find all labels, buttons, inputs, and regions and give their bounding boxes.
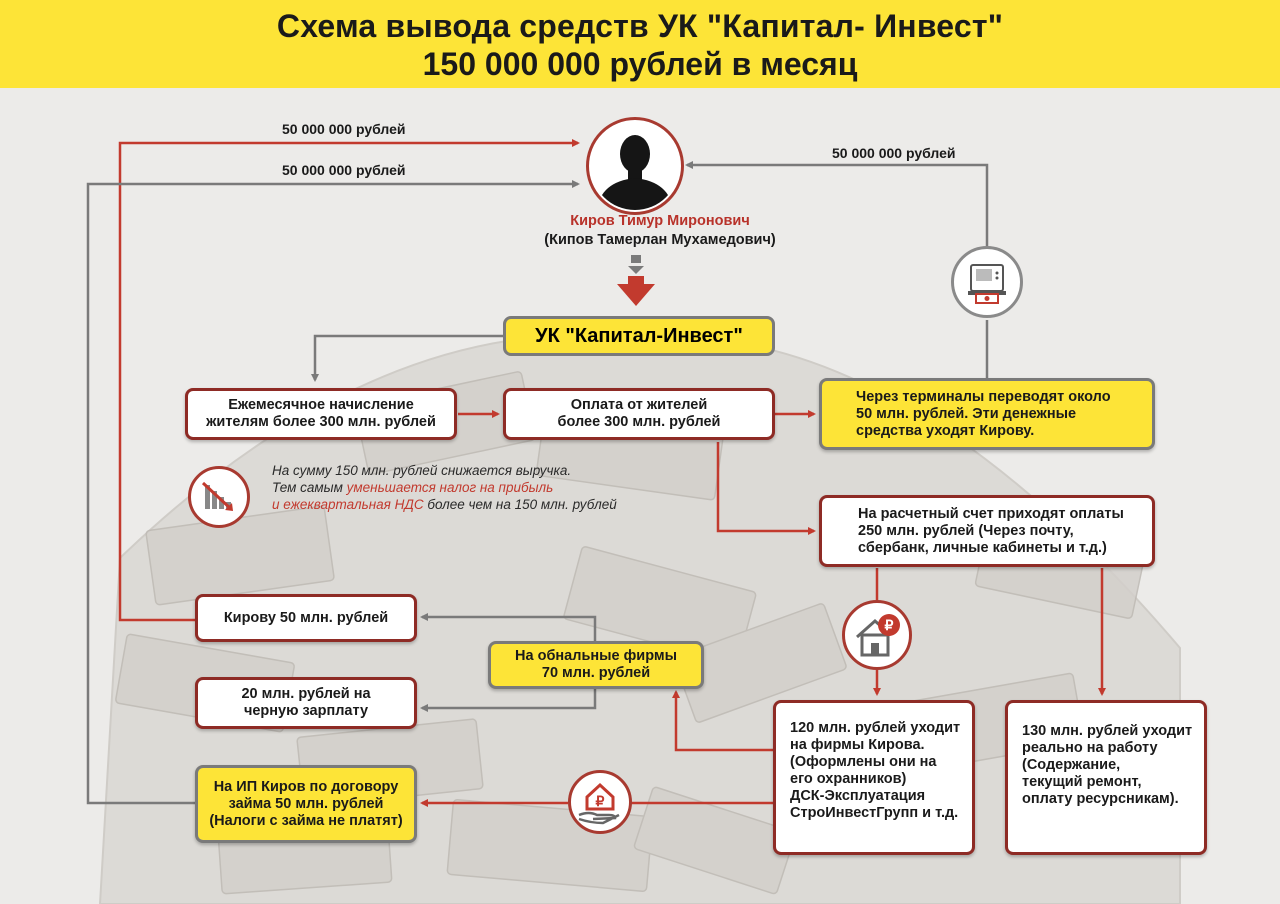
arrow-kirov50-to-person — [118, 139, 580, 622]
arrow-uk-to-accrual — [311, 334, 503, 382]
note-line2-a: Тем самым — [272, 480, 347, 495]
uk-company-box: УК "Капитал-Инвест" — [503, 316, 775, 356]
note-line3-b: более чем на 150 млн. рублей — [423, 497, 617, 512]
account-line3: сбербанк, личные кабинеты и т.д.) — [858, 539, 1107, 556]
kirov50-box: Кирову 50 млн. рублей — [195, 594, 417, 642]
real-work-line1: 130 млн. рублей уходит — [1022, 723, 1193, 739]
flow-label-top-left-2: 50 000 000 рублей — [282, 162, 406, 178]
terminals-line3: средства уходят Кирову. — [856, 422, 1035, 439]
flow-label-top-right: 50 000 000 рублей — [832, 145, 956, 161]
svg-text:₽: ₽ — [885, 617, 894, 633]
account-line1: На расчетный счет приходят оплаты — [858, 505, 1124, 522]
real-work-line3: (Содержание, — [1022, 757, 1121, 773]
kirov-firms-line4: его охранников) — [790, 771, 907, 787]
black-salary-line1: 20 млн. рублей на — [241, 686, 371, 702]
arrow-payment-to-account — [716, 442, 816, 535]
kirov-firms-line6: СтроИнвестГрупп и т.д. — [790, 805, 959, 821]
cash-firms-line1: На обнальные фирмы — [515, 648, 677, 664]
kirov-firms-line5: ДСК-Эксплуатация — [790, 788, 926, 804]
accrual-line1: Ежемесячное начисление — [228, 397, 414, 413]
real-work-line5: оплату ресурсникам). — [1022, 791, 1179, 807]
tax-reduction-note: На сумму 150 млн. рублей снижается выруч… — [272, 462, 617, 513]
terminals-line2: 50 млн. рублей. Эти денежные — [856, 405, 1077, 422]
page-subtitle: 150 000 000 рублей в месяц — [422, 46, 858, 82]
note-line2-b: уменьшается налог на прибыль — [346, 480, 554, 495]
real-work-line4: текущий ремонт, — [1022, 774, 1142, 790]
payment-line1: Оплата от жителей — [570, 397, 708, 413]
person-name: Киров Тимур Миронович — [570, 213, 750, 229]
arrow-atm-to-person — [685, 161, 989, 246]
account-line2: 250 млн. рублей (Через почту, — [858, 522, 1074, 539]
kirov-firms-box: 120 млн. рублей уходит на фирмы Кирова. … — [773, 700, 975, 855]
person-silhouette-icon — [597, 135, 673, 210]
payment-line2: более 300 млн. рублей — [557, 414, 721, 430]
arrow-cash-firms-to-kirov50 — [420, 613, 597, 642]
person-alias: (Кипов Тамерлан Мухамедович) — [544, 232, 776, 248]
arrow-loan-to-person — [86, 180, 580, 805]
kirov-firms-line1: 120 млн. рублей уходит — [790, 720, 961, 736]
black-salary-line2: черную зарплату — [243, 703, 369, 719]
kirov-firms-line2: на фирмы Кирова. — [790, 737, 925, 753]
note-line1: На сумму 150 млн. рублей снижается выруч… — [272, 463, 572, 478]
real-work-line2: реально на работу — [1022, 740, 1158, 756]
arrow-cash-firms-to-salary — [420, 688, 597, 712]
page-title: Схема вывода средств УК "Капитал- Инвест… — [276, 8, 1004, 44]
atm-terminal-icon — [951, 246, 1023, 318]
declining-chart-icon — [188, 466, 250, 528]
cash-firms-line2: 70 млн. рублей — [541, 665, 651, 681]
loan-line2: займа 50 млн. рублей — [228, 795, 384, 812]
house-ruble-icon: ₽ — [842, 600, 912, 670]
arrow-kirov-firms-to-cash-firms — [672, 690, 773, 752]
kirov-firms-line3: (Оформлены они на — [790, 754, 937, 770]
loan-line3: (Налоги с займа не платят) — [209, 812, 403, 829]
flow-label-top-left-1: 50 000 000 рублей — [282, 121, 406, 137]
avatar — [586, 117, 684, 215]
terminals-line1: Через терминалы переводят около — [856, 388, 1111, 405]
real-work-box: 130 млн. рублей уходит реально на работу… — [1005, 700, 1207, 855]
note-line3-a: и ежеквартальная НДС — [272, 497, 424, 512]
accrual-line2: жителям более 300 млн. рублей — [206, 414, 436, 430]
svg-text:₽: ₽ — [596, 793, 605, 809]
down-chevron-icon — [617, 255, 655, 306]
loan-line1: На ИП Киров по договору — [213, 778, 399, 795]
hand-house-ruble-icon: ₽ — [568, 770, 632, 834]
header-banner: Схема вывода средств УК "Капитал- Инвест… — [0, 0, 1280, 88]
